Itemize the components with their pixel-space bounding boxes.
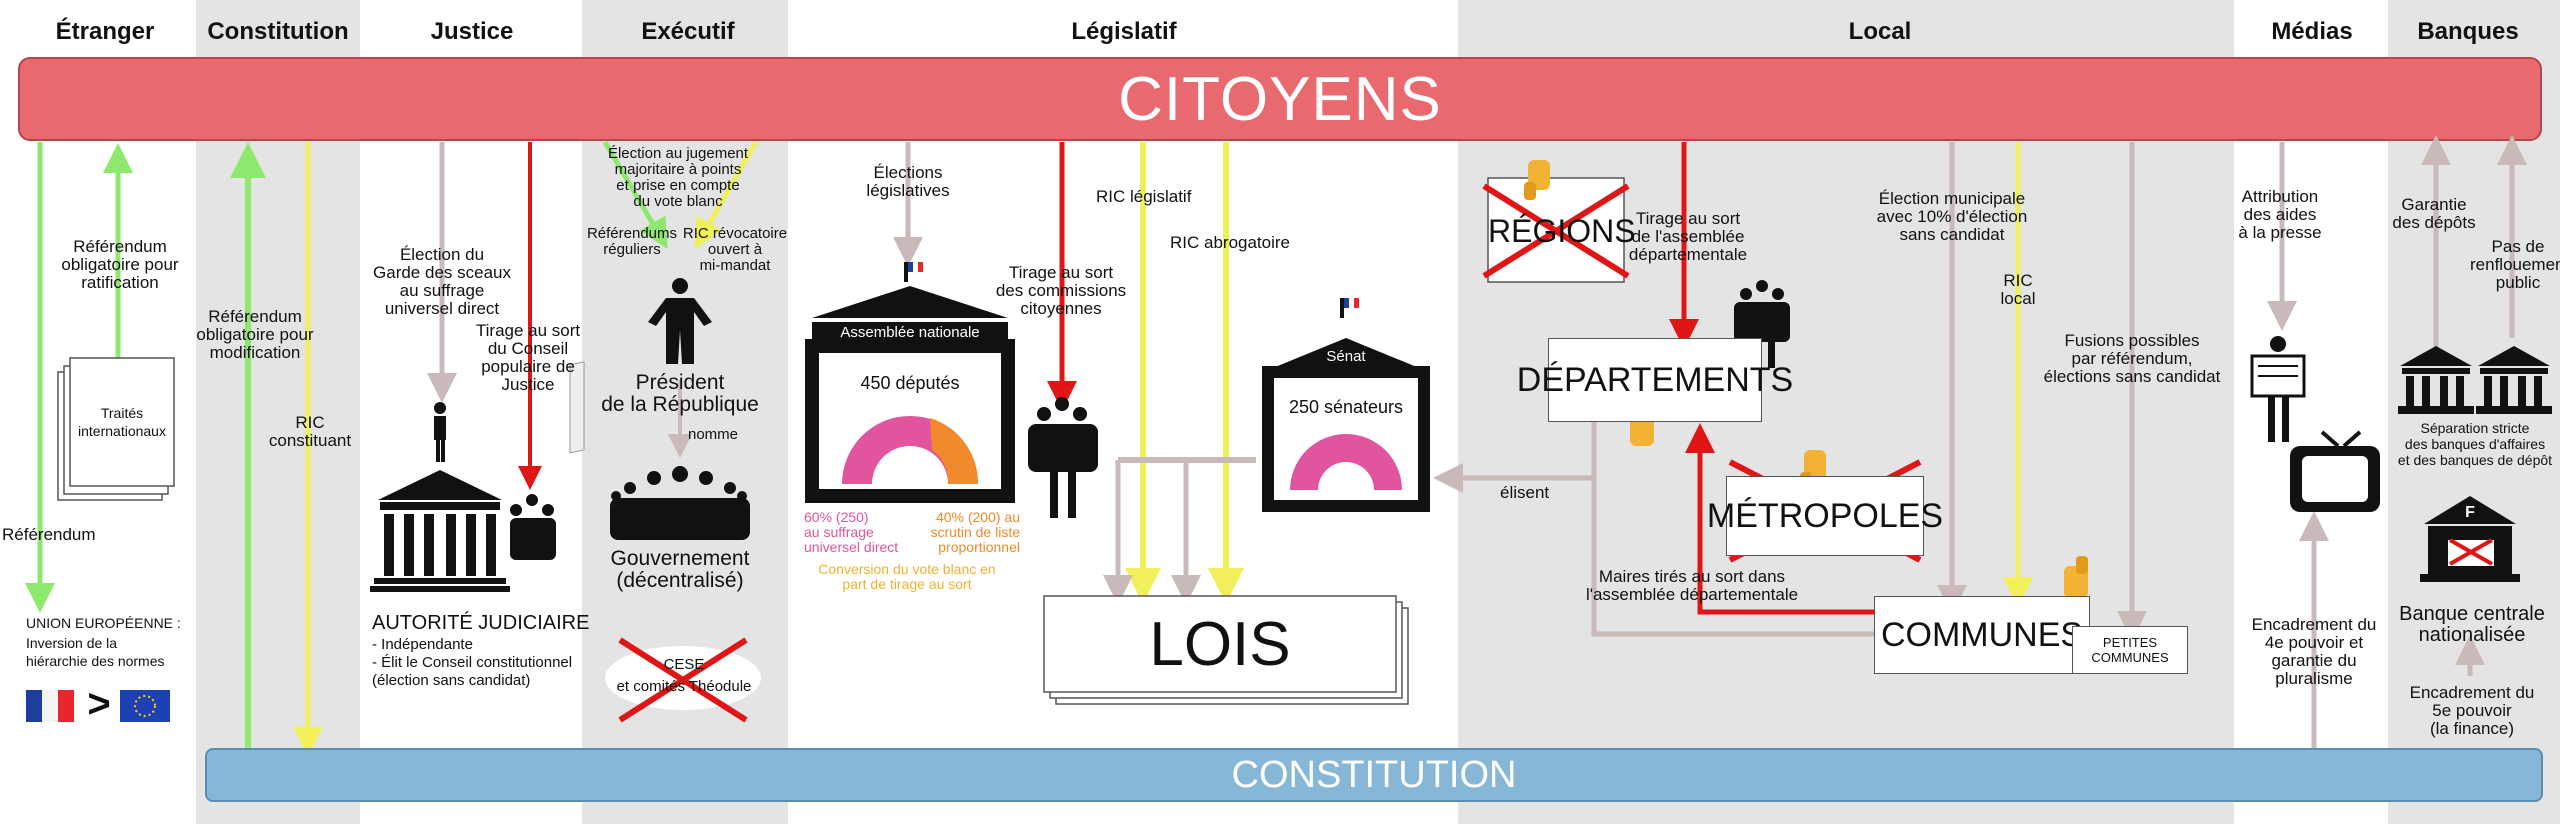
commissions-citoyennes-icon xyxy=(1028,397,1098,518)
assemblee-building xyxy=(805,286,1015,503)
label-elections-leg: Élections législatives xyxy=(866,163,950,200)
column-header-executif: Exécutif xyxy=(641,18,735,45)
column-header-legislatif: Législatif xyxy=(1071,18,1177,45)
thumb-down-regions-icon xyxy=(1524,160,1550,200)
newspaper-reader-icon xyxy=(2250,336,2306,442)
france-flag-icon xyxy=(26,690,74,722)
label-autorite-items: - Indépendante - Élit le Conseil constit… xyxy=(372,636,573,689)
label-ue-text: Inversion de la hiérarchie des normes xyxy=(26,635,165,669)
banque-centrale-icon xyxy=(2420,496,2520,582)
president-icon xyxy=(648,278,712,364)
label-tirage-dep: Tirage au sort de l'assemblée départemen… xyxy=(1628,209,1748,264)
label-gt: > xyxy=(87,682,111,726)
eu-flag-icon xyxy=(120,690,170,722)
label-separation: Séparation stricte des banques d'affaire… xyxy=(2397,420,2553,468)
arrow-maires xyxy=(1685,423,1874,615)
thumb-up-communes-icon xyxy=(2064,556,2088,598)
label-election-garde: Élection du Garde des sceaux au suffrage… xyxy=(373,245,511,318)
label-pct-40: 40% (200) au scrutin de liste proportion… xyxy=(930,509,1020,555)
label-ref-ratification: Référendum obligatoire pour ratification xyxy=(61,237,179,292)
label-ric-abrogatoire: RIC abrogatoire xyxy=(1170,233,1291,252)
label-lois: LOIS xyxy=(1149,610,1291,679)
label-communes: COMMUNES xyxy=(1880,615,2084,654)
regions-crossed-icon xyxy=(1482,177,1630,283)
label-encadrement5: Encadrement du 5e pouvoir (la finance) xyxy=(2409,683,2535,738)
line-dep-communes xyxy=(1591,420,1874,637)
label-assemblee: Assemblée nationale xyxy=(840,324,980,341)
label-nomme: nomme xyxy=(688,426,739,443)
label-autorite-title: AUTORITÉ JUDICIAIRE xyxy=(372,612,590,634)
label-election-jugement: Élection au jugement majoritaire à point… xyxy=(607,145,749,210)
label-ref-modification: Référendum obligatoire pour modification xyxy=(196,307,314,362)
tribunal-icon xyxy=(370,470,510,592)
lois-stack xyxy=(1043,595,1409,705)
arrow-election-jugement xyxy=(602,140,668,249)
label-f-letter: F xyxy=(2465,504,2475,521)
label-traites: Traités internationaux xyxy=(78,405,166,439)
gouvernement-icon xyxy=(610,466,750,540)
label-ric-local: RIC local xyxy=(2000,271,2036,308)
departements-box: DÉPARTEMENTS xyxy=(1517,338,1793,422)
label-petites: PETITES COMMUNES xyxy=(2091,635,2169,665)
label-fusions: Fusions possibles par référendum, électi… xyxy=(2043,331,2221,386)
label-garantie: Garantie des dépôts xyxy=(2392,195,2476,232)
label-tirage-commissions: Tirage au sort des commissions citoyenne… xyxy=(995,263,1127,318)
cese-crossed-icon xyxy=(605,637,761,723)
column-header-justice: Justice xyxy=(430,18,514,45)
column-header-local: Local xyxy=(1848,18,1912,45)
citoyens-banner: CITOYENS xyxy=(18,57,2542,141)
label-maires: Maires tirés au sort dans l'assemblée dé… xyxy=(1585,567,1799,604)
conseil-populaire-icon xyxy=(510,494,556,560)
traites-stack-icon xyxy=(57,357,175,501)
label-election-municipale: Élection municipale avec 10% d'élection … xyxy=(1876,189,2028,244)
label-tirage-conseil: Tirage au sort du Conseil populaire de J… xyxy=(475,321,581,394)
label-deputes: 450 députés xyxy=(860,373,960,393)
label-ric-revocatoire: RIC révocatoire ouvert à mi-mandat xyxy=(682,225,788,274)
flag-senat-icon xyxy=(1340,298,1359,318)
label-gouvernement: Gouvernement (décentralisé) xyxy=(610,547,750,592)
label-regions: RÉGIONS xyxy=(1488,213,1636,249)
label-senateurs: 250 sénateurs xyxy=(1288,397,1404,417)
flag-assemblee-icon xyxy=(904,262,923,282)
label-conversion: Conversion du vote blanc en part de tira… xyxy=(818,561,996,592)
papers-icon xyxy=(569,361,585,454)
label-departements: DÉPARTEMENTS xyxy=(1516,360,1794,399)
column-header-constitution: Constitution xyxy=(207,18,349,45)
label-senat: Sénat xyxy=(1326,348,1366,365)
label-pas-renflouement: Pas de renflouement public xyxy=(2470,237,2560,292)
label-referendums: Référendums réguliers xyxy=(586,225,678,258)
label-attribution: Attribution des aides à la presse xyxy=(2238,187,2322,242)
column-header-etranger: Étranger xyxy=(55,18,155,45)
bank-icon-2 xyxy=(2476,346,2552,414)
label-metropoles: MÉTROPOLES xyxy=(1706,496,1944,535)
garde-person-icon xyxy=(434,402,446,462)
bank-icon-1 xyxy=(2398,346,2474,414)
label-ric-legislatif: RIC législatif xyxy=(1096,187,1192,206)
label-president: Président de la République xyxy=(601,371,759,416)
label-encadrement4: Encadrement du 4e pouvoir et garantie du… xyxy=(2251,615,2377,688)
column-header-banques: Banques xyxy=(2417,18,2519,45)
arrow-ric-revocatoire xyxy=(694,140,759,250)
label-pct-60: 60% (250) au suffrage universel direct xyxy=(804,509,899,555)
label-ric-constituant: RIC constituant xyxy=(268,413,352,450)
tv-icon xyxy=(2290,430,2380,512)
label-banque-centrale: Banque centrale nationalisée xyxy=(2399,603,2545,646)
label-elisent: élisent xyxy=(1500,483,1550,502)
label-cese: CESE et comités Théodule xyxy=(616,656,752,695)
communes-box: COMMUNES xyxy=(1874,596,2090,674)
senat-building xyxy=(1262,338,1430,512)
constitution-banner: CONSTITUTION xyxy=(205,748,2543,802)
label-ue-title: UNION EUROPÉENNE : xyxy=(26,615,181,631)
column-header-medias: Médias xyxy=(2271,18,2353,45)
petites-communes-box: PETITES COMMUNES xyxy=(2072,626,2188,674)
label-referendum: Référendum xyxy=(2,525,96,544)
metropoles-box: MÉTROPOLES xyxy=(1707,476,1943,556)
